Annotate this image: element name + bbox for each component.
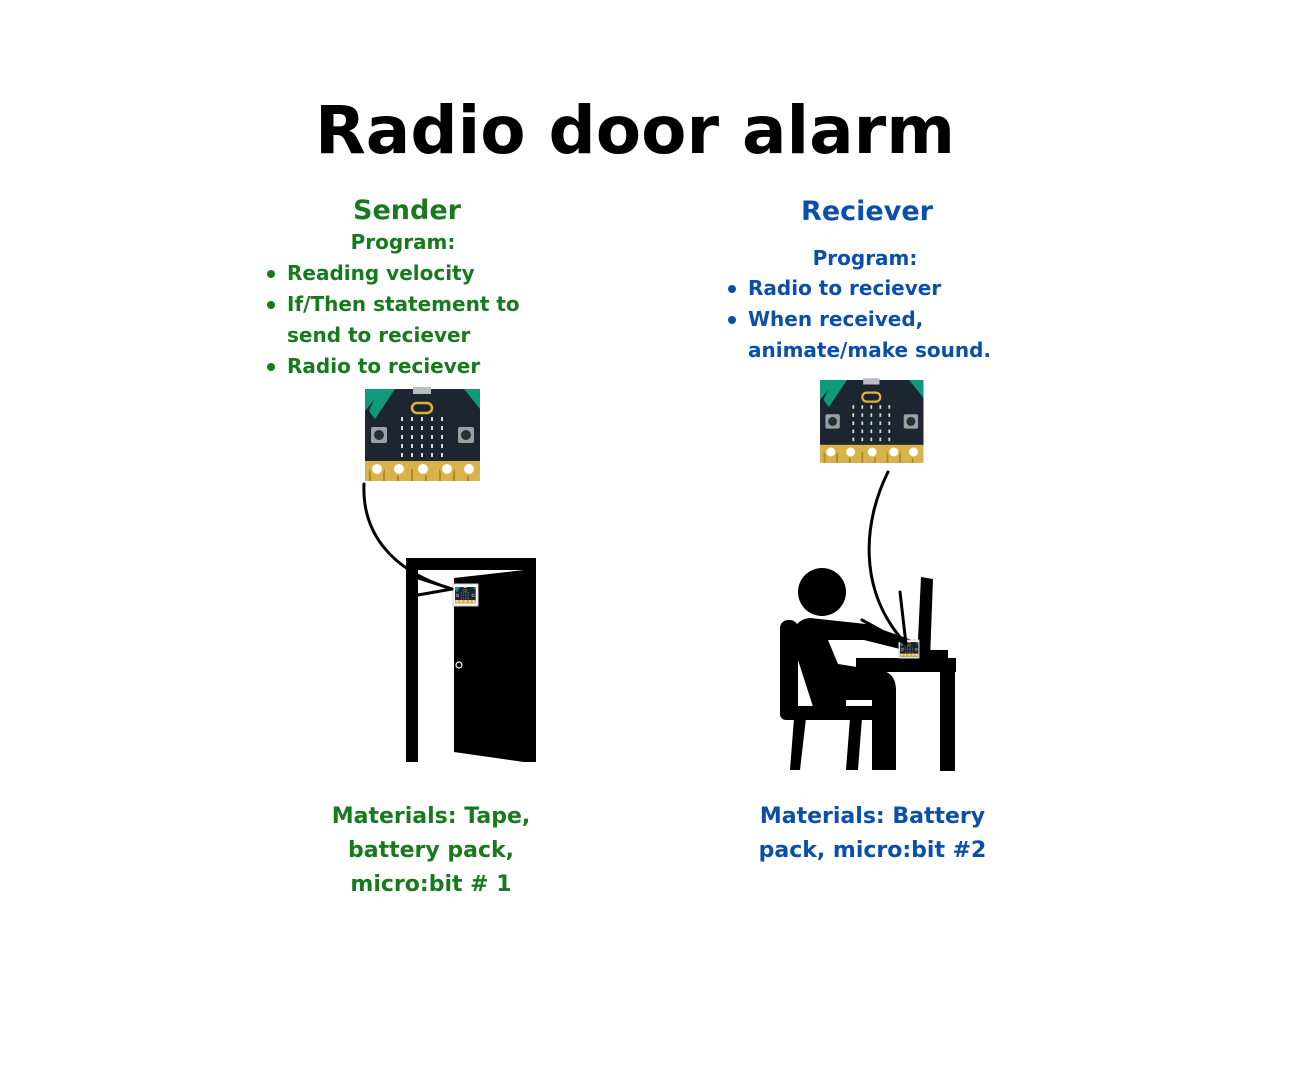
page-title: Radio door alarm: [314, 92, 956, 169]
sender-arrow-icon: [362, 482, 454, 597]
list-item: When received, animate/make sound.: [726, 304, 996, 366]
sender-heading: Sender: [353, 195, 461, 226]
person-at-computer-icon: [780, 568, 956, 771]
list-item: Radio to reciever: [265, 351, 535, 382]
sender-program-label: Program:: [350, 230, 456, 254]
sender-program-list: Reading velocity If/Then statement to se…: [265, 258, 535, 382]
sender-microbit-icon: [363, 385, 482, 483]
receiver-heading: Reciever: [801, 196, 933, 227]
receiver-materials: Materials: Battery pack, micro:bit #2: [758, 804, 987, 863]
list-item: Reading velocity: [265, 258, 535, 289]
sender-materials: Materials: Tape, battery pack, micro:bit…: [331, 804, 531, 897]
receiver-program-list: Radio to reciever When received, animate…: [726, 273, 996, 366]
list-item: If/Then statement to send to reciever: [265, 289, 535, 351]
receiver-program-label: Program:: [812, 246, 918, 270]
open-door-icon: [406, 558, 536, 762]
receiver-arrow-icon: [860, 470, 908, 646]
list-item: Radio to reciever: [726, 273, 996, 304]
receiver-microbit-icon: [818, 377, 925, 464]
